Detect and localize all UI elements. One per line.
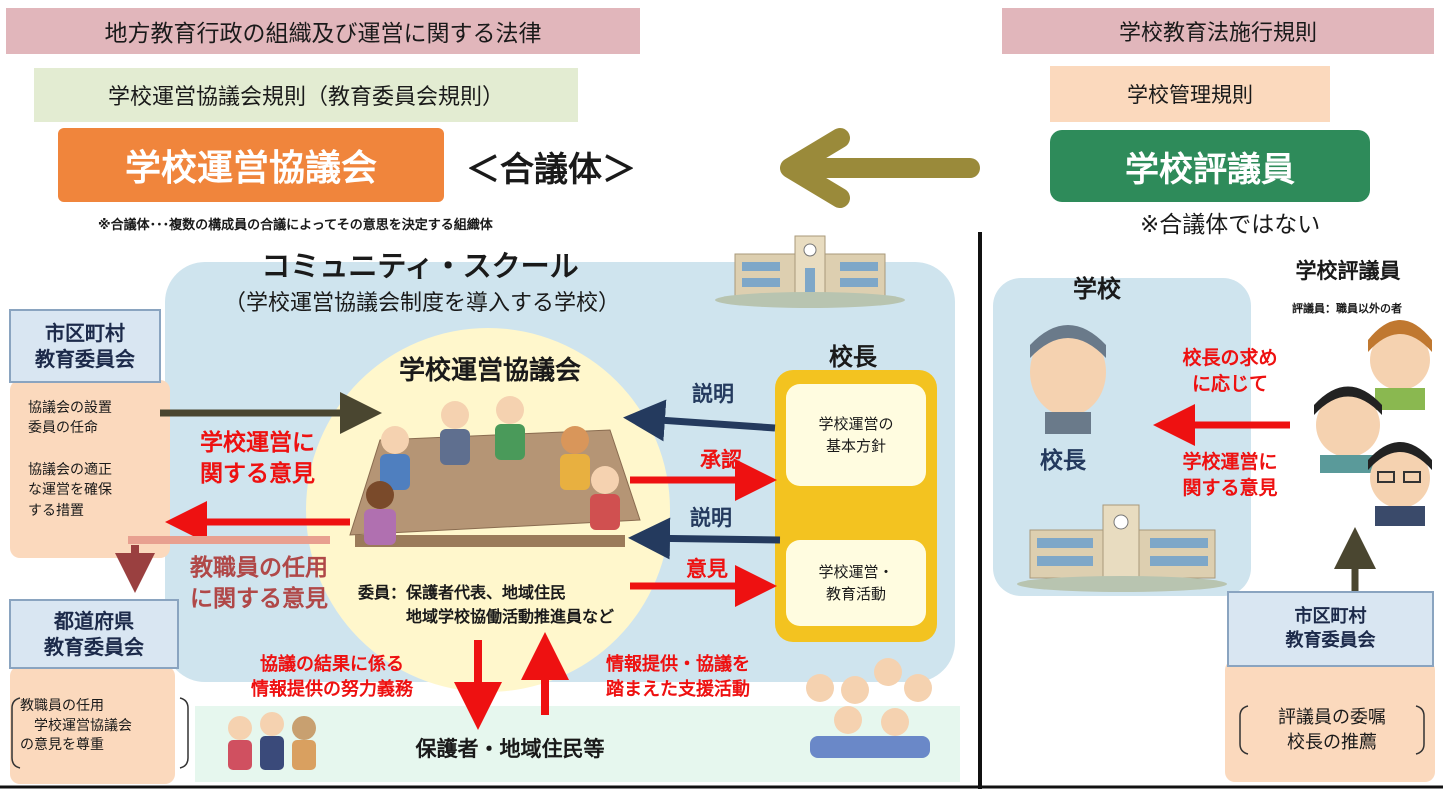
opinion-right-label: 学校運営に 関する意見 xyxy=(1182,451,1278,499)
city-board-label: 市区町村 教育委員会 xyxy=(35,321,135,371)
policy-box: 学校運営の 基本方針 xyxy=(818,414,894,456)
commission-box xyxy=(1225,660,1435,782)
members-label: 委員：保護者代表、地域住民 地域学校協働活動推進員など xyxy=(358,583,615,626)
city-board-box xyxy=(9,309,161,383)
pref-board-label: 都道府県 教育委員会 xyxy=(44,609,144,659)
councilor-title-right: 学校評議員 xyxy=(1295,259,1401,283)
principal-label-left: 校長 xyxy=(829,342,877,371)
explain-label-2: 説明 xyxy=(690,506,732,530)
council-note: ※合議体･･･複数の構成員の合議によってその意思を決定する組織体 xyxy=(98,218,493,233)
meeting-illustration xyxy=(349,396,641,547)
pref-board-items-box xyxy=(10,666,175,784)
pref-items: 教職員の任用 学校運営協議会 の意見を尊重 xyxy=(20,698,132,754)
community-people-right xyxy=(806,658,932,758)
councilor-to-council-arrow xyxy=(780,128,980,208)
opinion-staff-label: 教職員の任用 に関する意見 xyxy=(190,555,328,613)
cs-title: コミュニティ・スクール xyxy=(261,249,579,283)
activity-box: 学校運営・ 教育活動 xyxy=(818,562,894,604)
school-label-right: 学校 xyxy=(1073,274,1121,303)
opinion-label: 意見 xyxy=(686,557,728,581)
city-board-items-box xyxy=(10,380,170,558)
city-board-box-right xyxy=(1227,591,1434,667)
community-label: 保護者・地域住民等 xyxy=(415,737,605,761)
commission-label: 評議員の委嘱 校長の推薦 xyxy=(1278,706,1386,753)
law-right-banner: 学校教育法施行規則 xyxy=(1002,8,1434,54)
council-title-badge: 学校運営協議会 xyxy=(58,128,444,202)
approve-label: 承認 xyxy=(700,448,742,472)
principal-illustration xyxy=(1030,325,1106,434)
pref-board-box xyxy=(9,599,179,669)
councilor-sub-right: 評議員：職員以外の者 xyxy=(1292,302,1402,315)
community-people-left xyxy=(228,712,316,770)
council-type-label: ＜合議体＞ xyxy=(466,149,636,190)
rules-right-banner: 学校管理規則 xyxy=(1050,66,1330,122)
cs-subtitle: （学校運営協議会制度を導入する学校） xyxy=(223,291,620,316)
city-item-2: 協議会の適正 な運営を確保 する措置 xyxy=(28,462,112,519)
council-center-label: 学校運営協議会 xyxy=(398,355,581,386)
support-label: 情報提供・協議を 踏まえた支援活動 xyxy=(606,654,750,701)
explain-label-1: 説明 xyxy=(692,382,734,406)
request-label: 校長の求め に応じて xyxy=(1182,347,1278,395)
city-item-1: 協議会の設置 委員の任命 xyxy=(28,400,112,437)
councilor-title-badge: 学校評議員 xyxy=(1050,130,1370,202)
school-building-left xyxy=(715,235,905,308)
school-building-right xyxy=(1017,504,1227,592)
councilor-note: ※合議体ではない xyxy=(1140,212,1321,238)
opinion-school-label: 学校運営に 関する意見 xyxy=(200,430,315,488)
explain-arrow-1 xyxy=(623,399,776,442)
law-left-banner: 地方教育行政の組織及び運営に関する法律 xyxy=(6,8,640,54)
info-duty-label: 協議の結果に係る 情報提供の努力義務 xyxy=(251,654,413,701)
rules-left-banner: 学校運営協議会規則（教育委員会規則） xyxy=(34,68,578,122)
councilor-people-illustration xyxy=(1314,320,1432,526)
principal-label-right: 校長 xyxy=(1040,448,1086,474)
city-board-label-right: 市区町村 教育委員会 xyxy=(1285,605,1376,651)
explain-arrow-2 xyxy=(628,517,781,560)
